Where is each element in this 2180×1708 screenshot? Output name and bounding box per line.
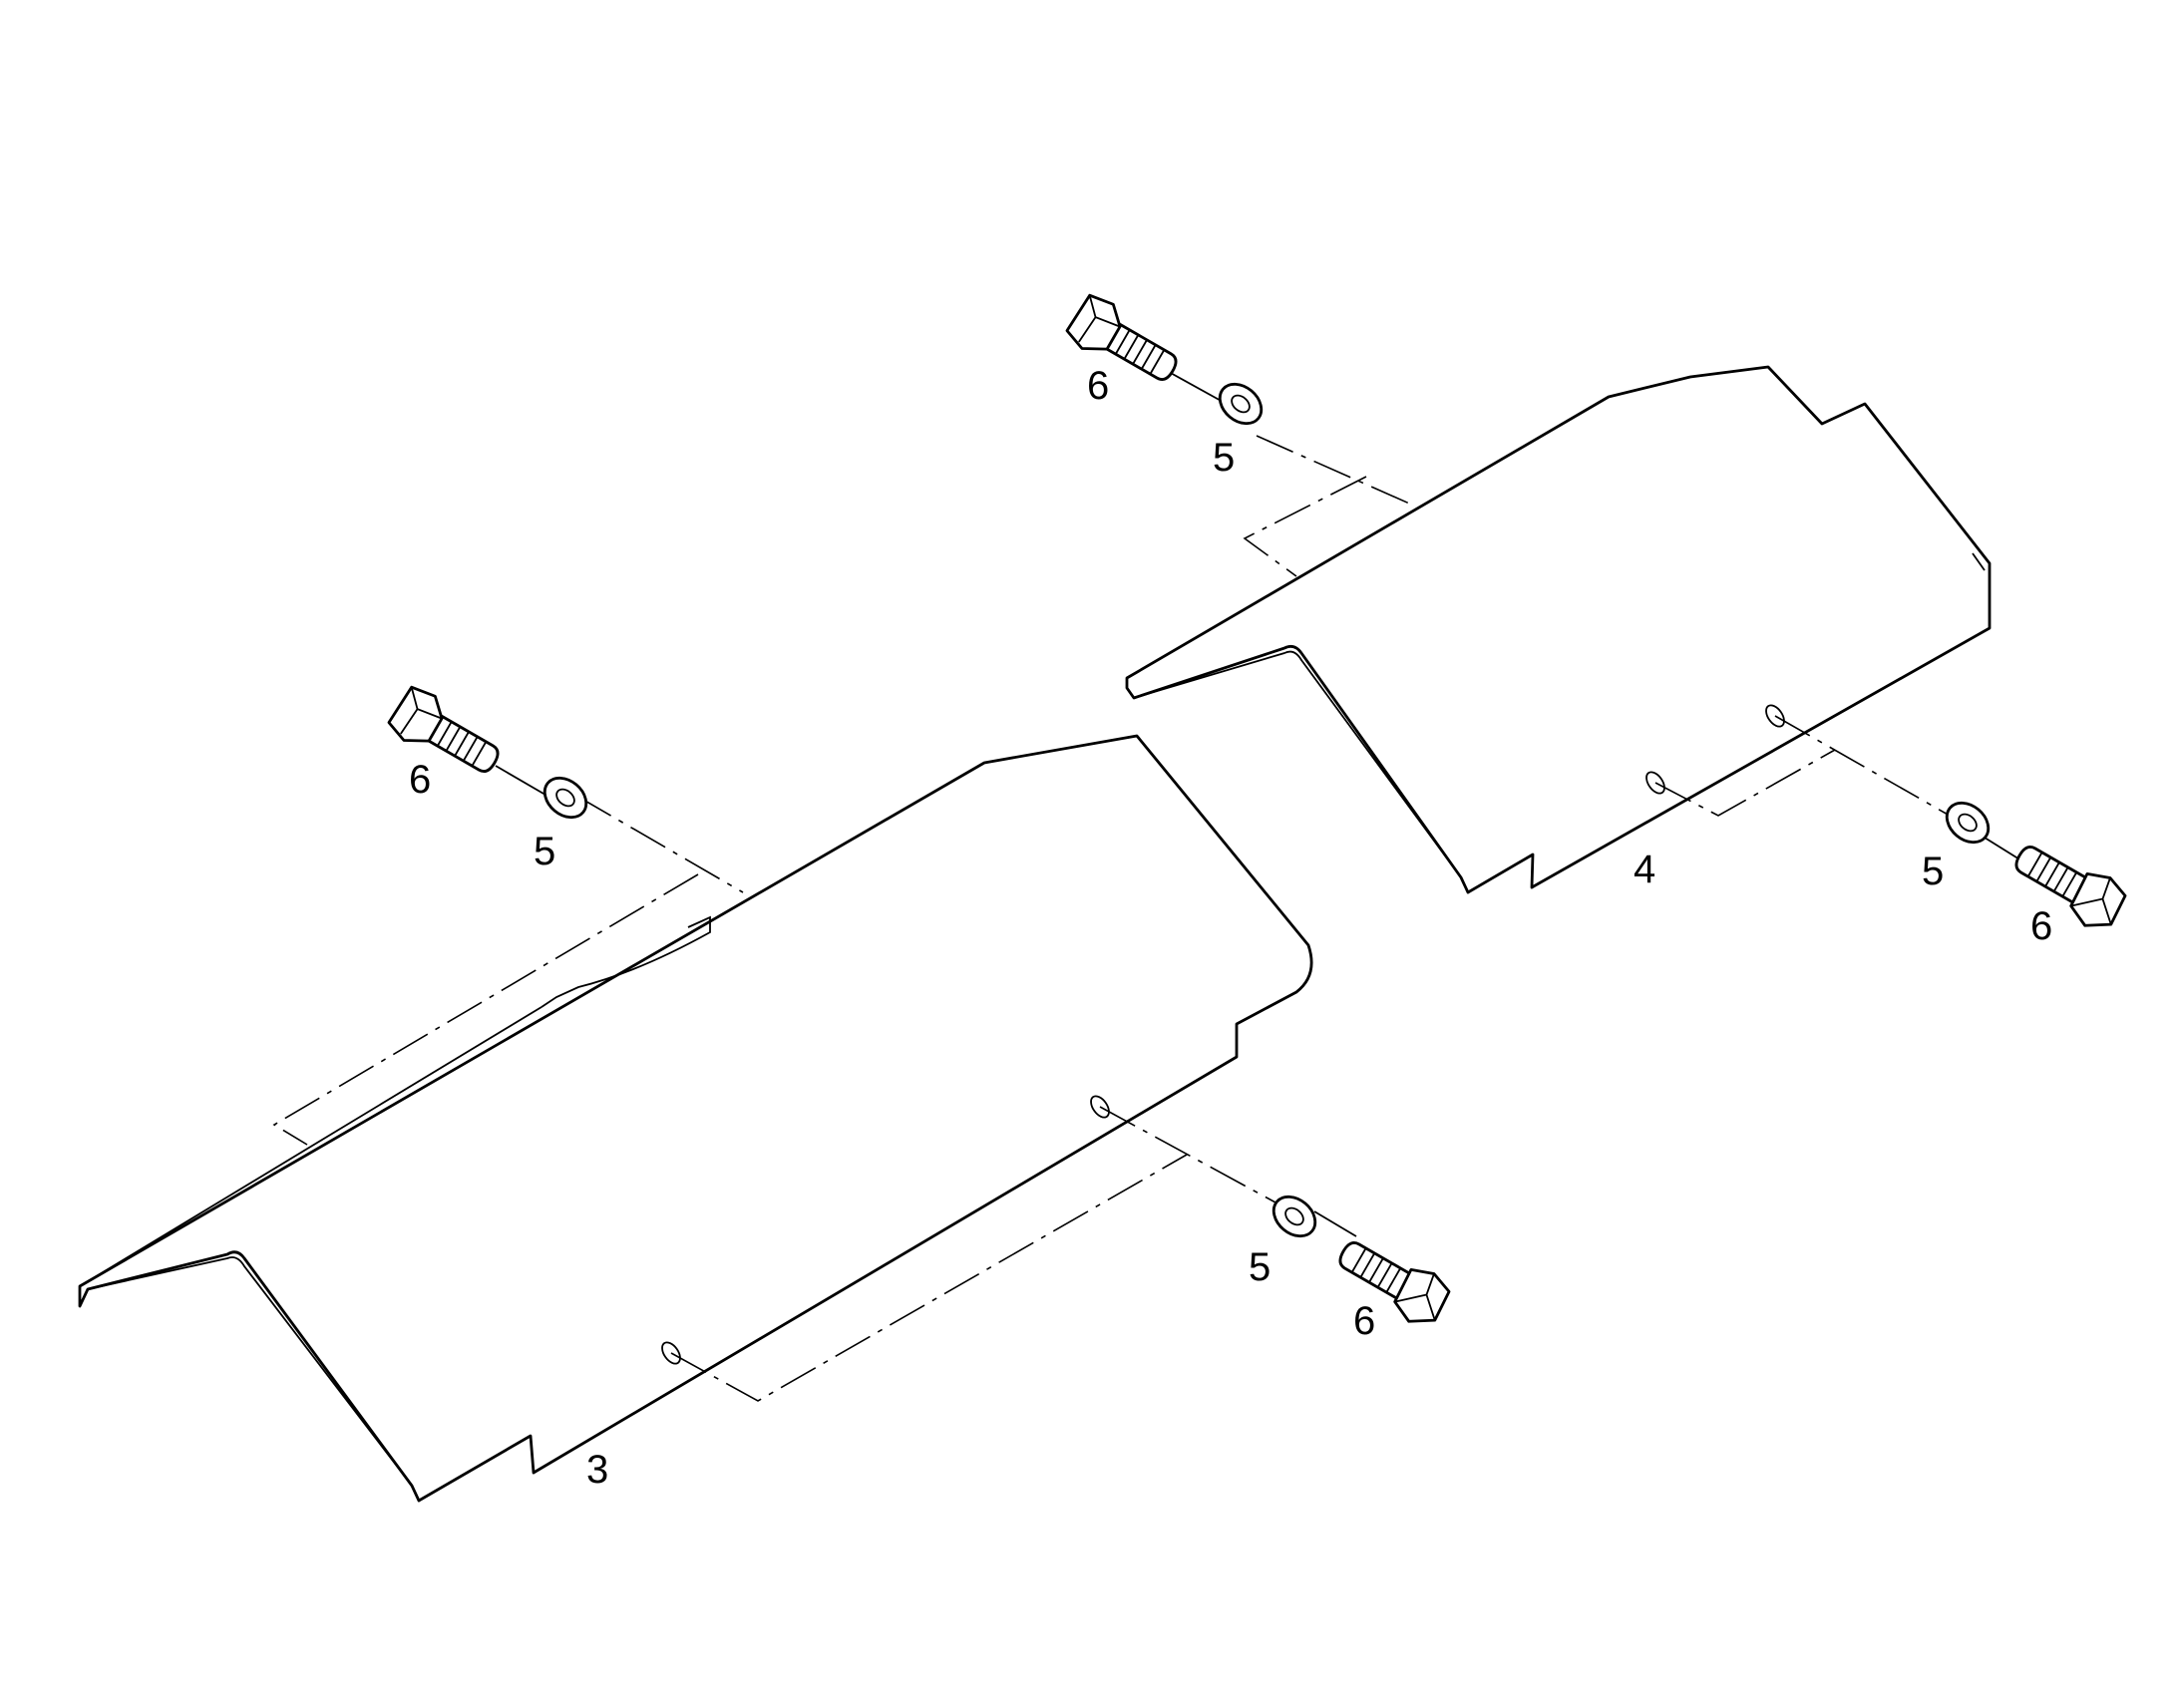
washer-icon (1218, 382, 1264, 426)
bolt-axis-lines (495, 371, 2030, 1237)
bolt-icon (1338, 1241, 1451, 1323)
shield-3 (78, 734, 1313, 1503)
bolt-icon (387, 685, 500, 773)
callout-label: 5 (1922, 850, 1944, 893)
callout-label: 3 (586, 1448, 608, 1492)
callout-label: 5 (1213, 436, 1235, 480)
callout-label: 6 (409, 758, 431, 802)
assembly-centerlines (272, 435, 1951, 1402)
bolt-icon (1065, 293, 1178, 381)
shield-4 (1125, 365, 1992, 894)
callout-label: 6 (2030, 904, 2052, 948)
bolt-icon (2014, 846, 2127, 927)
callout-label: 6 (1353, 1299, 1375, 1343)
callout-label: 4 (1634, 848, 1655, 891)
callout-label: 6 (1087, 364, 1109, 408)
washer-icon (1272, 1195, 1317, 1238)
callout-label: 5 (534, 830, 555, 873)
callout-label: 5 (1249, 1245, 1271, 1289)
washer-icon (543, 776, 588, 820)
washer-icon (1945, 801, 1991, 845)
